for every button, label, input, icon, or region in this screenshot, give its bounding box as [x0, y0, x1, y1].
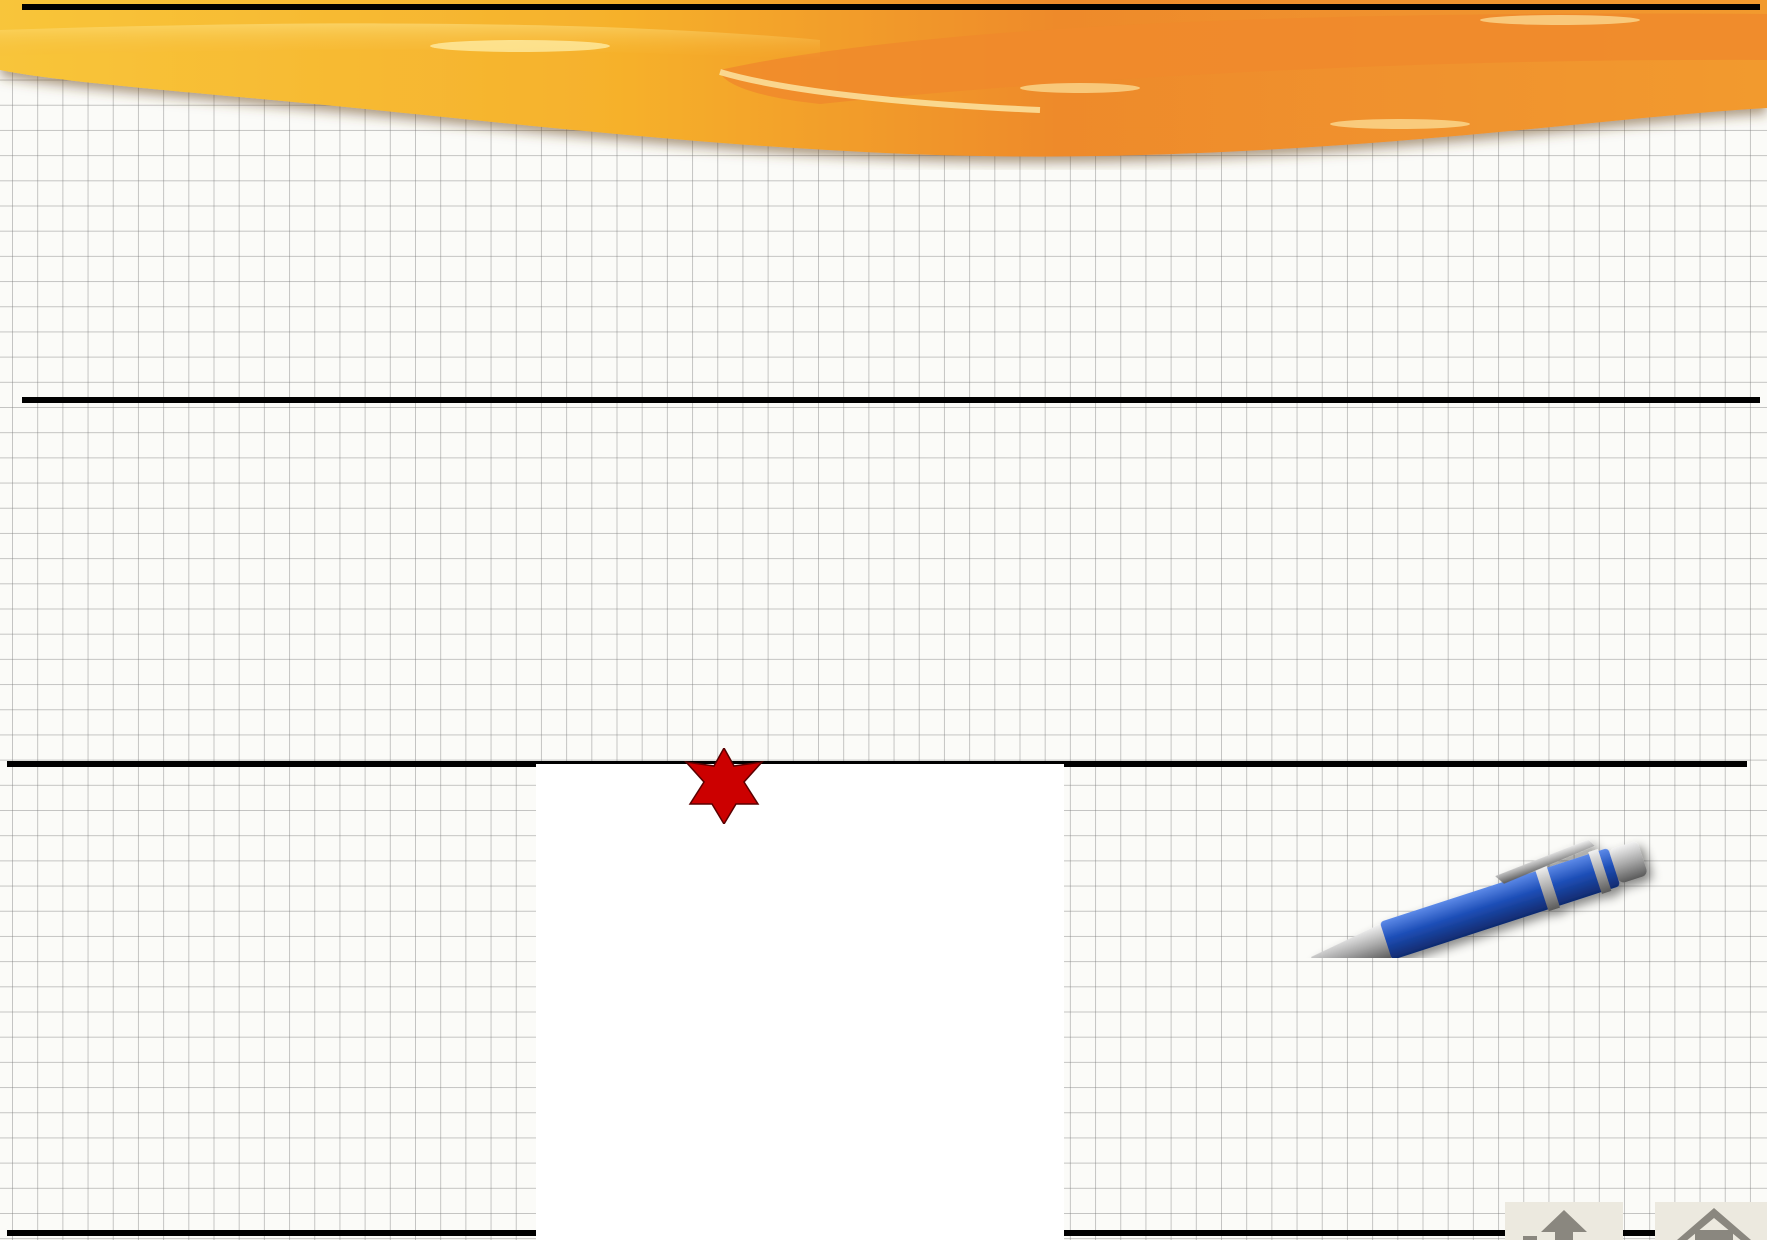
home-button[interactable]	[1655, 1202, 1767, 1240]
arrow-up-icon	[1523, 1210, 1587, 1240]
star-icon	[684, 748, 764, 824]
guide-line-top	[22, 4, 1760, 10]
guide-line-upper	[22, 397, 1760, 403]
letter-card	[536, 764, 1064, 1240]
decorative-banner	[0, 0, 1767, 157]
home-icon	[1677, 1208, 1751, 1240]
pen-icon	[1311, 839, 1647, 958]
previous-slide-button[interactable]	[1505, 1202, 1623, 1240]
cursive-letter-u	[536, 764, 1064, 1240]
